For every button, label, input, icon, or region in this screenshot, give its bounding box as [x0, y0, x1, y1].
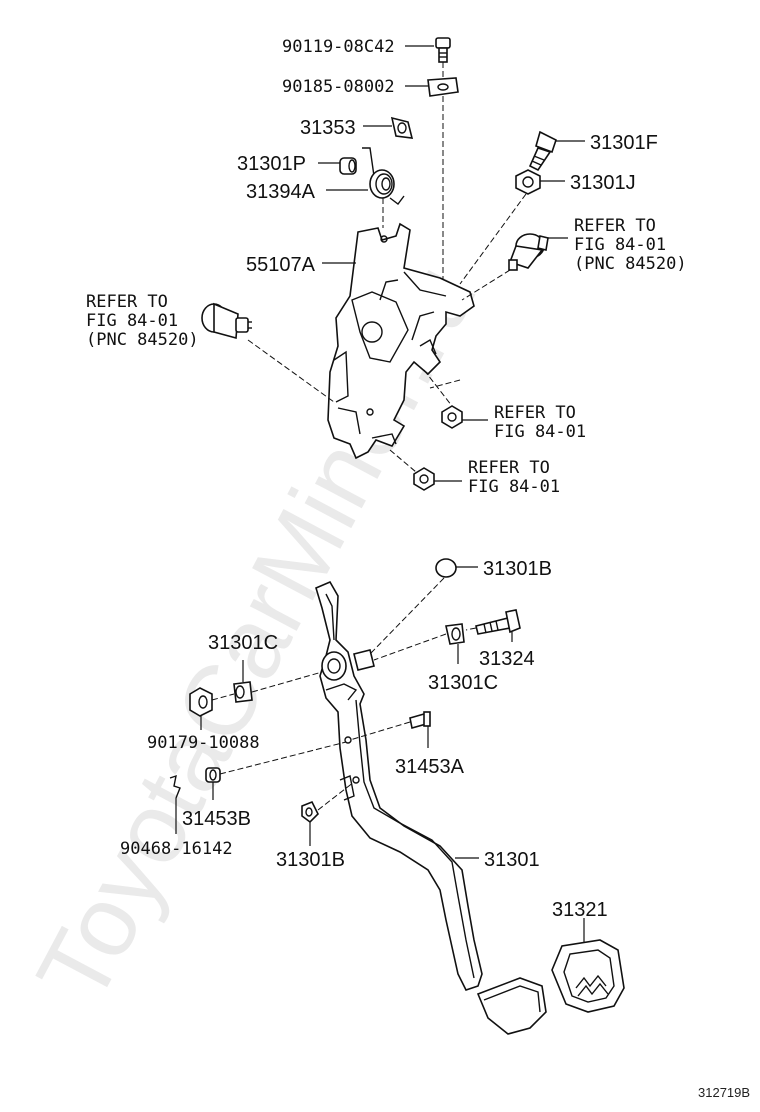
label-31353: 31353 [300, 117, 356, 139]
spring-31394a-part [362, 147, 405, 205]
refer-left-line2: FIG 84-01 [86, 311, 178, 331]
label-31453a: 31453A [395, 756, 465, 778]
refer-right-line3: (PNC 84520) [574, 254, 687, 274]
label-55107a: 55107A [246, 254, 316, 276]
nut-90179-10088-part [189, 687, 213, 717]
refer-left-line1: REFER TO [86, 292, 168, 312]
label-31301c-left: 31301C [208, 632, 278, 654]
label-31301b-top: 31301B [483, 558, 552, 580]
stop-lamp-switch-right-part [508, 233, 549, 271]
bolt-31301f-part [528, 130, 557, 172]
nut-lower-part [413, 467, 435, 491]
drawing-code: 312719B [698, 1085, 750, 1100]
refer-right-line2: FIG 84-01 [574, 235, 666, 255]
refer-nut-lower-line2: FIG 84-01 [468, 477, 560, 497]
refer-nut-upper-line1: REFER TO [494, 403, 576, 423]
label-90179-10088: 90179-10088 [147, 733, 260, 753]
brake-pedal-arm-31301-part [315, 580, 547, 1035]
collar-31453b-part [205, 767, 221, 783]
label-31301j: 31301J [570, 172, 636, 194]
label-31301: 31301 [484, 849, 540, 871]
pedal-bracket-55107a-part [327, 222, 475, 460]
clip-nut-90185-08002-part [427, 77, 459, 97]
pedal-pad-31321-part [551, 939, 625, 1013]
collar-31301p-part [339, 157, 357, 175]
label-90468-16142: 90468-16142 [120, 839, 233, 859]
label-31453b: 31453B [182, 808, 251, 830]
stop-lamp-switch-left-part [201, 302, 252, 340]
refer-right-line1: REFER TO [574, 216, 656, 236]
cushion-31301b-top-part [435, 558, 457, 578]
label-31301p: 31301P [237, 153, 306, 175]
nut-31301j-part [515, 169, 541, 195]
refer-nut-upper-line2: FIG 84-01 [494, 422, 586, 442]
label-31324: 31324 [479, 648, 535, 670]
bolt-31324-part [475, 609, 521, 635]
refer-nut-lower-line1: REFER TO [468, 458, 550, 478]
refer-left-line3: (PNC 84520) [86, 330, 199, 350]
bushing-31301c-right-part [445, 623, 465, 645]
label-31301b-bottom: 31301B [276, 849, 345, 871]
bolt-31453a-part [409, 711, 431, 730]
clip-90468-16142-part [169, 774, 181, 799]
bushing-31301c-left-part [233, 681, 253, 703]
label-31321: 31321 [552, 899, 608, 921]
bolt-90119-08c42-part [435, 37, 451, 63]
label-31394a: 31394A [246, 181, 316, 203]
label-90119-08c42: 90119-08C42 [282, 37, 395, 57]
label-90185-08002: 90185-08002 [282, 77, 395, 97]
bushing-31353-part [390, 116, 414, 139]
nut-upper-part [441, 405, 463, 429]
cushion-31301b-bottom-part [301, 800, 319, 824]
label-31301c-right: 31301C [428, 672, 498, 694]
label-31301f: 31301F [590, 132, 658, 154]
